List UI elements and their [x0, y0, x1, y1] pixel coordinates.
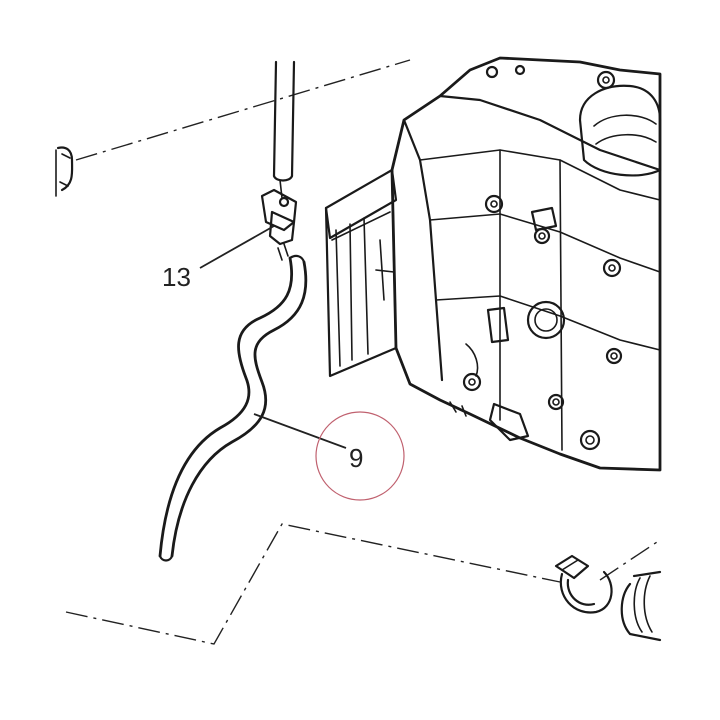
pipe-end-icon [620, 570, 662, 642]
highlight-circle [315, 411, 405, 501]
edge-fitting-icon [55, 146, 74, 197]
reference-lines [65, 59, 661, 645]
upper-hose-icon [272, 60, 296, 199]
callout-number-valve: 13 [162, 262, 191, 292]
leader-line-valve [199, 225, 275, 269]
reference-line-bottom [65, 523, 561, 645]
leader-line-hose [253, 413, 347, 449]
engine-block-icon [324, 56, 662, 472]
check-valve-icon [260, 188, 298, 261]
vent-hose-icon [158, 254, 308, 562]
reference-line-right [599, 539, 661, 581]
hose-clamp-icon [554, 554, 613, 614]
reference-line-top [75, 59, 411, 161]
callout-number-hose: 9 [349, 443, 363, 473]
